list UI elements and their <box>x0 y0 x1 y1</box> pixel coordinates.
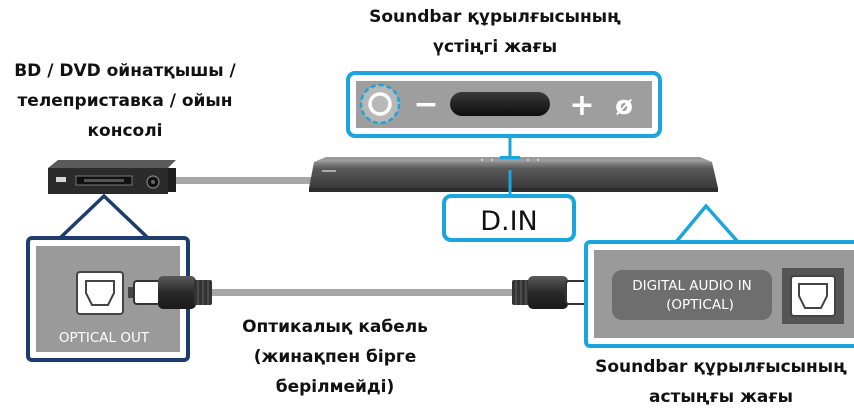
mute-button[interactable]: ø <box>615 91 633 121</box>
soundbar-bottom-label-line2: астыңғы жағы <box>648 387 794 407</box>
soundbar-top-label: Soundbar құрылғысының үстіңгі жағы <box>330 2 660 62</box>
optical-cable <box>210 289 514 296</box>
power-button-icon[interactable] <box>359 83 401 125</box>
optical-port-icon <box>76 271 124 315</box>
source-device-label-line3: консолі <box>87 121 163 141</box>
display-window <box>450 92 550 116</box>
optical-cable-label-line3: берілмейді) <box>275 377 395 397</box>
din-callout: D.IN <box>442 170 576 242</box>
digital-audio-in-panel: DIGITAL AUDIO IN (OPTICAL) <box>584 203 854 348</box>
optical-port-icon <box>790 275 836 317</box>
soundbar-top-label-line1: Soundbar құрылғысының <box>369 7 621 27</box>
optical-out-panel: OPTICAL OUT <box>26 193 190 362</box>
top-panel-callout: − + ø <box>346 71 662 156</box>
source-device-label-line1: BD / DVD ойнатқышы / <box>14 61 236 81</box>
source-device-label-line2: телеприставка / ойын <box>17 91 233 111</box>
din-display-text: D.IN <box>480 206 538 237</box>
soundbar-bottom-label-line1: Soundbar құрылғысының <box>595 357 847 377</box>
soundbar <box>309 156 718 192</box>
optical-cable-label-line1: Оптикалық кабель <box>242 317 428 337</box>
volume-down-button[interactable]: − <box>413 87 438 122</box>
source-device-label: BD / DVD ойнатқышы / телеприставка / ойы… <box>0 56 250 146</box>
optical-cable-label: Оптикалық кабель (жинақпен бірге берілме… <box>220 312 450 402</box>
bd-dvd-player <box>48 160 176 194</box>
source-to-soundbar-cable <box>165 177 325 184</box>
volume-up-button[interactable]: + <box>569 88 594 123</box>
soundbar-bottom-label: Soundbar құрылғысының астыңғы жағы <box>588 352 854 412</box>
optical-plug-left-icon <box>128 276 212 309</box>
digital-audio-in-label-line1: DIGITAL AUDIO IN <box>632 278 752 294</box>
soundbar-top-label-line2: үстіңгі жағы <box>432 37 558 57</box>
optical-out-label: OPTICAL OUT <box>59 330 150 346</box>
optical-cable-label-line2: (жинақпен бірге <box>253 347 417 367</box>
digital-audio-in-label-line2: (OPTICAL) <box>666 297 734 313</box>
